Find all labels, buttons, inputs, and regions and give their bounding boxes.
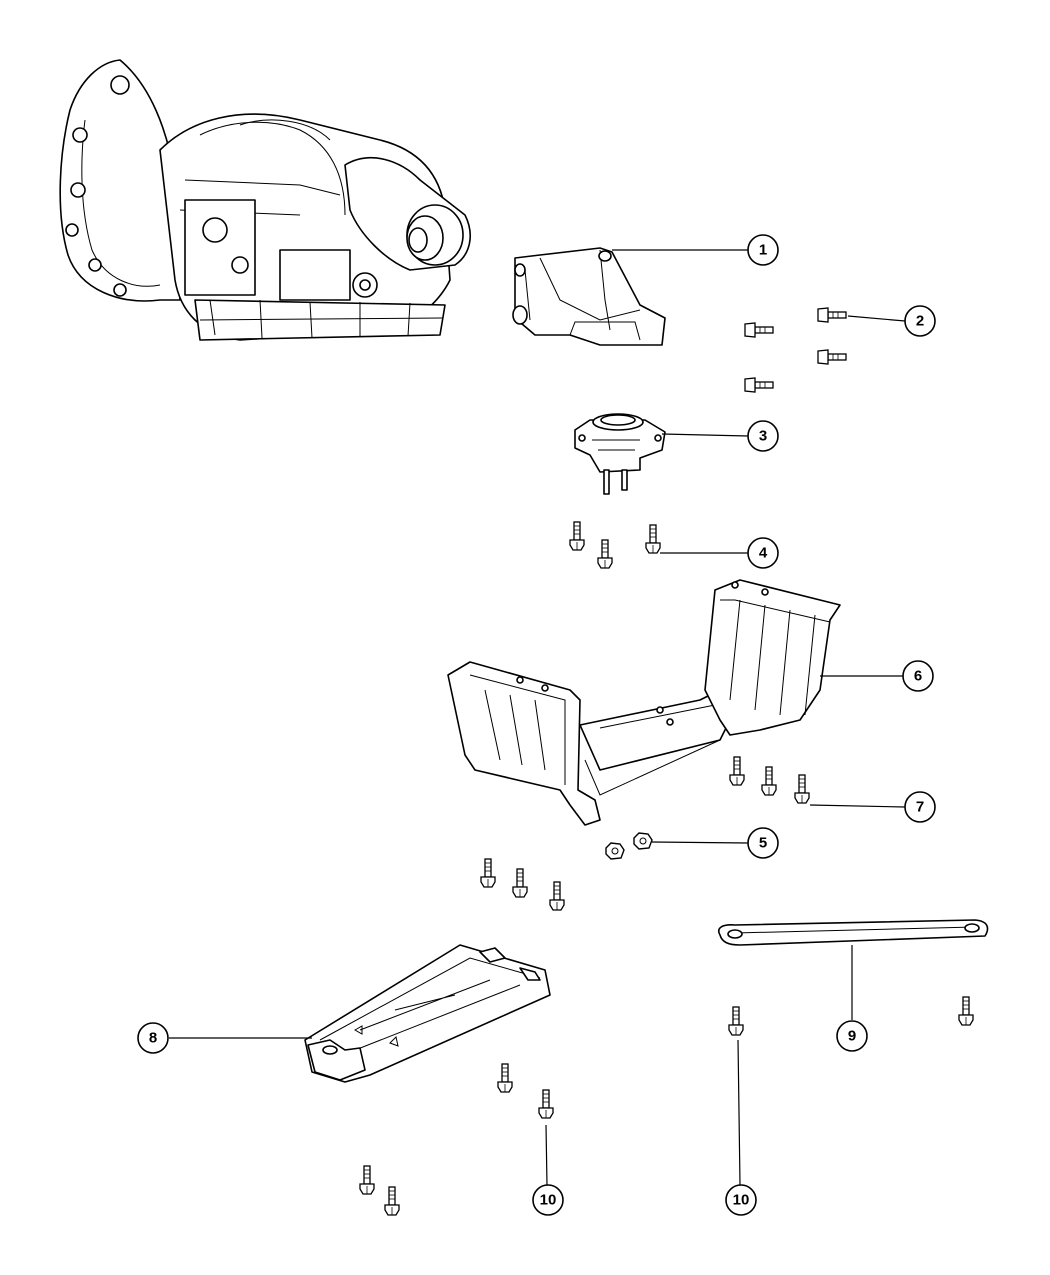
bolt-icon [744, 377, 774, 393]
leader-lines [169, 249, 906, 1186]
nut-icon [605, 842, 625, 860]
callout-1: 1 [747, 234, 779, 266]
bolt-icon [729, 756, 745, 786]
callout-label: 1 [759, 242, 767, 259]
crossmember [447, 579, 841, 826]
bolt-icon [761, 766, 777, 796]
callout-10-right: 10 [725, 1184, 757, 1216]
support-strut [718, 919, 989, 946]
callout-4: 4 [747, 537, 779, 569]
callout-10-left: 10 [532, 1184, 564, 1216]
bolt-icon [359, 1165, 375, 1195]
callout-label: 6 [914, 668, 922, 685]
callout-label: 2 [916, 313, 924, 330]
bolt-icon [645, 524, 661, 554]
bolt-icon [744, 322, 774, 338]
callout-7: 7 [904, 791, 936, 823]
bolt-icon [384, 1186, 400, 1216]
bolt-icon [549, 881, 565, 911]
callout-label: 10 [733, 1192, 750, 1209]
mount-bracket [512, 247, 666, 346]
callout-9: 9 [836, 1020, 868, 1052]
bolt-icon [817, 349, 847, 365]
mount-insulator [574, 413, 666, 495]
bolt-icon [480, 858, 496, 888]
nut-icon [633, 832, 653, 850]
bolt-icon [728, 1006, 744, 1036]
transmission-icon [59, 59, 471, 341]
bolt-icon [817, 307, 847, 323]
callout-label: 5 [759, 835, 767, 852]
bolt-icon [597, 539, 613, 569]
skid-plate [304, 944, 551, 1083]
callout-label: 3 [759, 428, 767, 445]
callout-label: 8 [149, 1030, 157, 1047]
bolt-icon [497, 1063, 513, 1093]
callout-label: 9 [848, 1028, 856, 1045]
callout-6: 6 [902, 660, 934, 692]
callout-label: 7 [916, 799, 924, 816]
bolt-icon [512, 868, 528, 898]
callout-label: 10 [540, 1192, 557, 1209]
bolt-icon [569, 521, 585, 551]
bolt-icon [538, 1089, 554, 1119]
callout-2: 2 [904, 305, 936, 337]
callout-3: 3 [747, 420, 779, 452]
bolt-icon [958, 996, 974, 1026]
callout-5: 5 [747, 827, 779, 859]
callout-8: 8 [137, 1022, 169, 1054]
bolt-icon [794, 774, 810, 804]
callout-label: 4 [759, 545, 768, 562]
